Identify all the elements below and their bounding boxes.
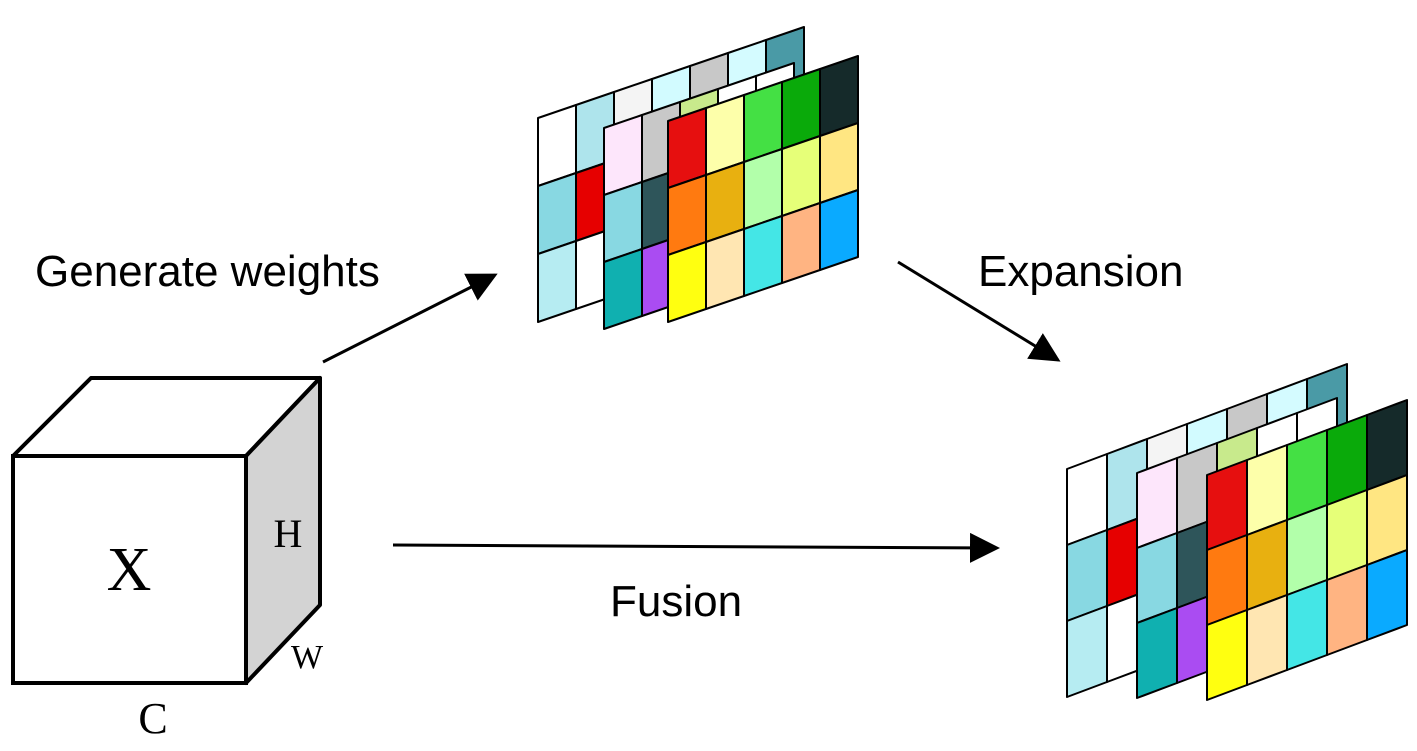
front-layer: [1206, 399, 1408, 701]
grid-cell: [819, 189, 859, 271]
grid-cell: [1366, 549, 1408, 641]
grid-cell: [603, 248, 643, 330]
expanded-stack: [1066, 363, 1408, 701]
input-cube: X H W C: [11, 376, 324, 743]
fusion-label: Fusion: [610, 577, 742, 626]
cube-label-c: C: [138, 694, 167, 743]
generate-weights-label: Generate weights: [35, 247, 380, 296]
grid-cell: [537, 172, 577, 255]
grid-cell: [705, 228, 745, 310]
fusion-arrow: [392, 532, 1000, 563]
grid-cell: [1326, 564, 1368, 656]
grid-cell: [1286, 579, 1328, 671]
grid-cell: [1206, 609, 1248, 701]
cube-label-h: H: [274, 511, 303, 556]
grid-cell: [667, 241, 707, 323]
grid-cell: [1066, 605, 1108, 698]
cube-label-w: W: [291, 639, 324, 676]
front-layer: [667, 55, 859, 323]
grid-cell: [1246, 594, 1288, 686]
cube-front-face: [11, 454, 248, 685]
expansion-arrow: [897, 260, 1061, 362]
expansion-label: Expansion: [978, 247, 1183, 296]
grid-cell: [1136, 607, 1178, 699]
generate-weights-arrow: [322, 273, 498, 364]
grid-cell: [781, 202, 821, 284]
weights-stack: [537, 26, 859, 330]
grid-cell: [537, 240, 577, 323]
grid-cell: [537, 104, 577, 187]
cube-label-x: X: [107, 536, 152, 604]
grid-cell: [743, 215, 783, 297]
